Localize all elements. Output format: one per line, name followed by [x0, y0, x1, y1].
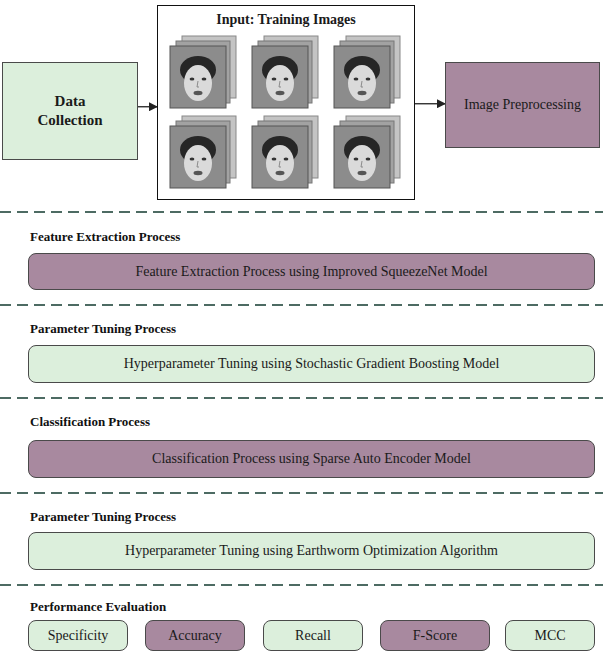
node-text: F-Score	[413, 627, 457, 645]
dashed-divider	[0, 211, 603, 213]
node-text: Hyperparameter Tuning using Earthworm Op…	[125, 542, 498, 560]
process-box: Image Preprocessing	[445, 62, 600, 148]
metric-box: MCC	[505, 620, 595, 651]
section-heading: Parameter Tuning Process	[30, 321, 176, 337]
process-band: Classification Process using Sparse Auto…	[28, 440, 595, 478]
section-heading: Feature Extraction Process	[30, 229, 180, 245]
image-panel: Input: Training Images	[157, 5, 415, 200]
node-text: Feature Extraction Process using Improve…	[135, 263, 487, 281]
face-image	[334, 36, 400, 108]
node-text: Hyperparameter Tuning using Stochastic G…	[124, 355, 500, 373]
face-image	[170, 116, 236, 188]
metric-box: F-Score	[380, 620, 490, 651]
node-text: Specificity	[48, 627, 109, 645]
flow-arrow	[415, 103, 445, 104]
process-band: Hyperparameter Tuning using Earthworm Op…	[28, 532, 595, 570]
section-dividers	[0, 212, 603, 585]
metric-box: Accuracy	[145, 620, 245, 651]
section-heading: Parameter Tuning Process	[30, 509, 176, 525]
node-text: Input: Training Images	[216, 11, 356, 29]
process-band: Feature Extraction Process using Improve…	[28, 253, 595, 290]
process-band: Hyperparameter Tuning using Stochastic G…	[28, 345, 595, 383]
node-text: MCC	[534, 627, 565, 645]
node-text: Data Collection	[25, 92, 115, 130]
process-box: Data Collection	[2, 62, 138, 160]
node-text: Image Preprocessing	[464, 96, 581, 114]
flow-arrow	[138, 106, 157, 107]
dashed-divider	[0, 492, 603, 494]
dashed-divider	[0, 304, 603, 306]
metric-box: Specificity	[28, 620, 128, 651]
face-image	[252, 36, 318, 108]
face-image	[252, 116, 318, 188]
section-heading: Performance Evaluation	[30, 599, 166, 615]
face-image	[170, 36, 236, 108]
section-heading: Classification Process	[30, 414, 150, 430]
node-text: Recall	[295, 627, 331, 645]
face-image	[334, 116, 400, 188]
node-text: Accuracy	[168, 627, 222, 645]
dashed-divider	[0, 584, 603, 586]
metric-box: Recall	[263, 620, 363, 651]
node-text: Classification Process using Sparse Auto…	[152, 450, 471, 468]
dashed-divider	[0, 397, 603, 399]
